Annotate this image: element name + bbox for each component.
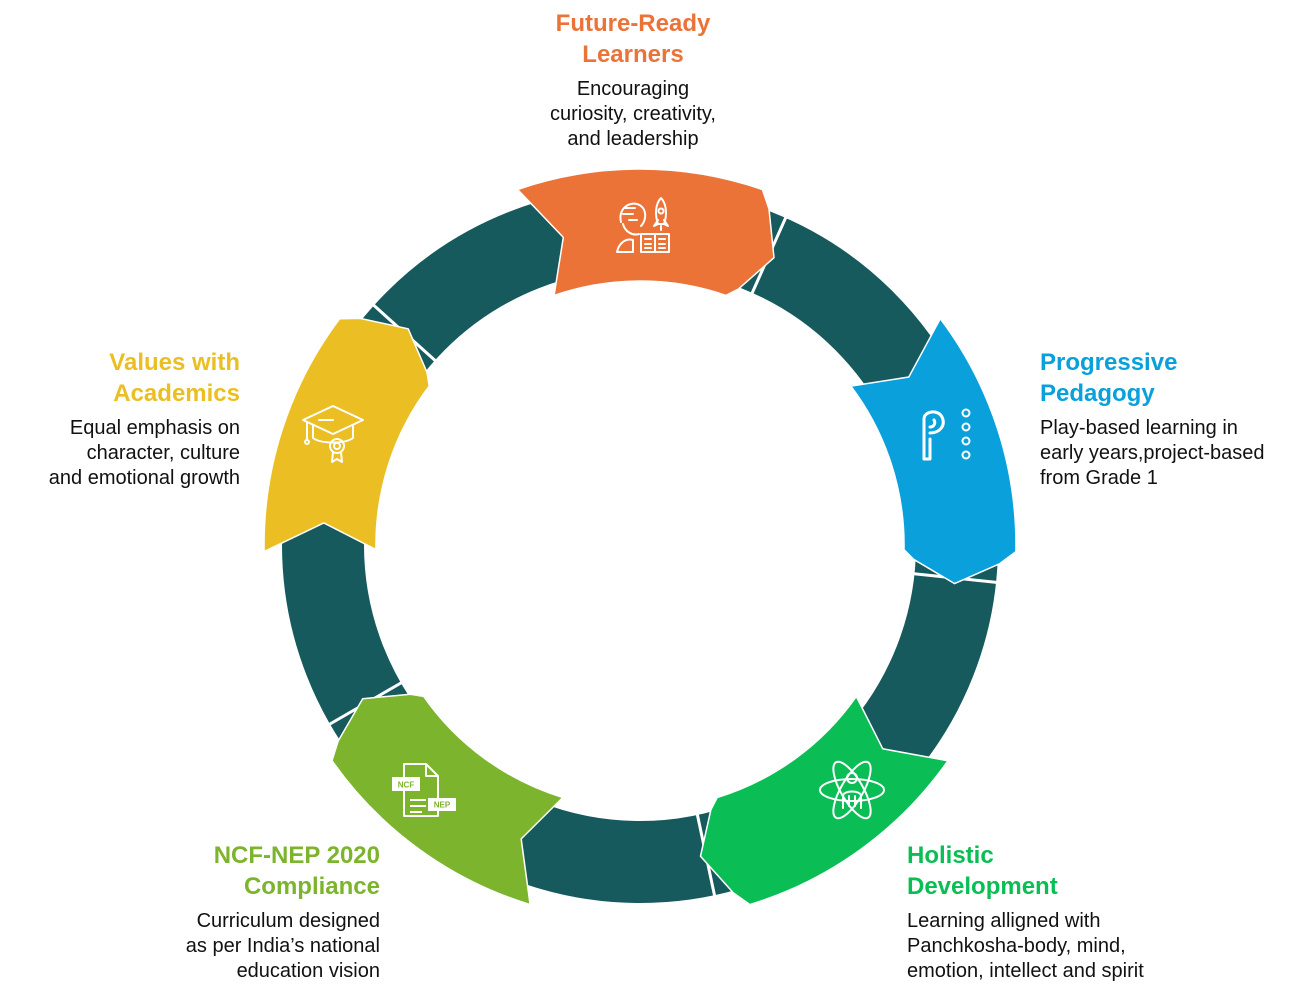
desc-line: emotion, intellect and spirit — [907, 960, 1144, 982]
future-ready-description: Encouraging curiosity, creativity, and l… — [483, 77, 783, 152]
title-line: Academics — [113, 380, 240, 407]
holistic-development-title: Holistic Development — [907, 840, 1307, 902]
progressive-pedagogy-title: Progressive Pedagogy — [1040, 347, 1308, 409]
values-with-academics-description: Equal emphasis on character, culture and… — [0, 416, 240, 491]
ncf-nep-compliance-title: NCF-NEP 2020 Compliance — [60, 840, 380, 902]
title-line: Learners — [582, 41, 684, 68]
title-line: Compliance — [243, 873, 380, 900]
title-line: Development — [907, 873, 1058, 900]
tab-holistic — [699, 695, 949, 906]
title-line: NCF-NEP 2020 — [213, 842, 380, 869]
desc-line: from Grade 1 — [1040, 467, 1158, 489]
desc-line: Curriculum designed — [196, 910, 380, 932]
atom-icon — [819, 760, 885, 820]
title-line: Values with — [109, 349, 240, 376]
label-progressive-pedagogy: Progressive Pedagogy Play-based learning… — [1040, 347, 1308, 491]
desc-line: education vision — [236, 960, 380, 982]
label-holistic-development: Holistic Development Learning alligned w… — [907, 840, 1307, 984]
p-dots-icon — [922, 408, 971, 461]
future-ready-title: Future-Ready Learners — [483, 8, 783, 70]
cycle-tabs — [263, 168, 1017, 906]
progressive-pedagogy-description: Play-based learning in early years,proje… — [1040, 416, 1308, 491]
graduation-cap-icon — [302, 405, 364, 463]
title-line: Holistic — [907, 842, 994, 869]
desc-line: Panchkosha-body, mind, — [907, 935, 1126, 957]
desc-line: curiosity, creativity, — [550, 103, 716, 125]
learner-rocket-icon — [616, 197, 670, 253]
title-line: Progressive — [1040, 349, 1178, 376]
desc-line: Learning alligned with — [907, 910, 1101, 932]
nep-icon-label: NEP — [434, 801, 451, 810]
title-line: Pedagogy — [1040, 380, 1155, 407]
desc-line: character, culture — [86, 442, 240, 464]
label-future-ready: Future-Ready Learners Encouraging curios… — [483, 8, 783, 152]
desc-line: as per India’s national — [185, 935, 380, 957]
tab-values — [263, 317, 430, 553]
desc-line: and leadership — [567, 128, 699, 150]
title-line: Future-Ready — [555, 10, 711, 37]
ncf-nep-document-icon: NCF NEP — [392, 763, 456, 817]
desc-line: early years,project-based — [1040, 442, 1265, 464]
desc-line: Play-based learning in — [1040, 417, 1238, 439]
label-values-with-academics: Values with Academics Equal emphasis on … — [0, 347, 240, 491]
holistic-development-description: Learning alligned with Panchkosha-body, … — [907, 909, 1307, 984]
label-ncf-nep-compliance: NCF-NEP 2020 Compliance Curriculum desig… — [60, 840, 380, 984]
desc-line: Equal emphasis on — [69, 417, 240, 439]
values-with-academics-title: Values with Academics — [0, 347, 240, 409]
ncf-icon-label: NCF — [398, 781, 415, 790]
ncf-nep-compliance-description: Curriculum designed as per India’s natio… — [60, 909, 380, 984]
tab-progressive — [850, 317, 1017, 585]
desc-line: and emotional growth — [48, 467, 240, 489]
cycle-icons: NCF NEP — [302, 197, 971, 820]
desc-line: Encouraging — [576, 78, 690, 100]
tab-future-ready — [516, 168, 775, 297]
